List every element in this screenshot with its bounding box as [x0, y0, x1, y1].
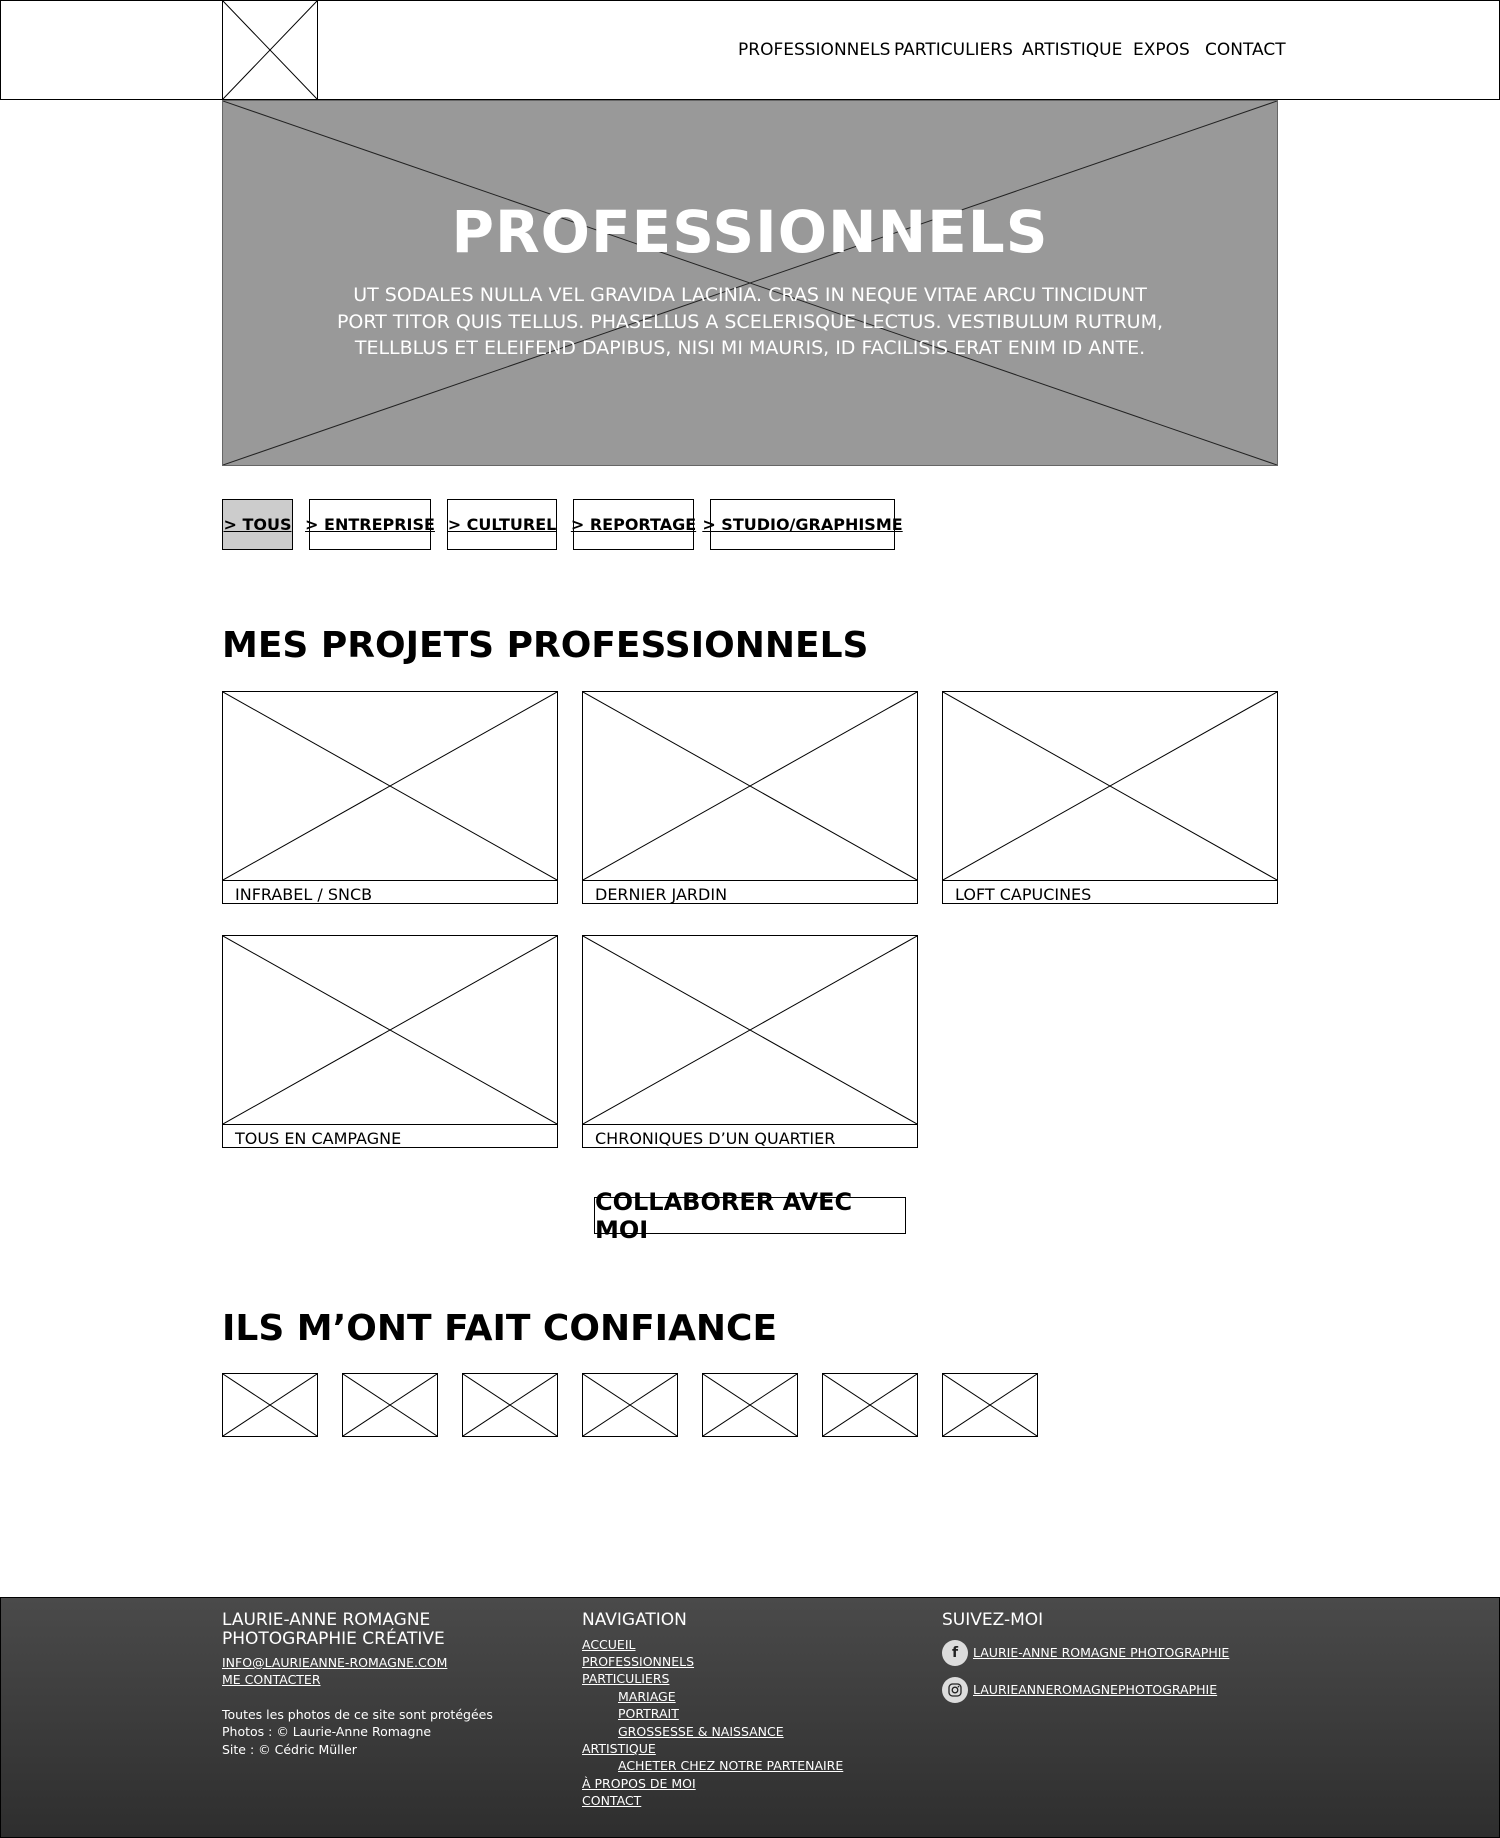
filter-entreprise[interactable]: > ENTREPRISE — [305, 499, 435, 550]
project-image-placeholder — [223, 936, 557, 1125]
footer-legal-line: Site : © Cédric Müller — [222, 1742, 357, 1757]
footer-contact-link[interactable]: ME CONTACTER — [222, 1672, 321, 1687]
filter-tous[interactable]: > TOUS — [222, 499, 293, 550]
footer-link-grossesse[interactable]: GROSSESSE & NAISSANCE — [618, 1724, 784, 1739]
footer-link-particuliers[interactable]: PARTICULIERS — [582, 1671, 670, 1686]
client-logo-placeholder — [582, 1373, 678, 1437]
footer-legal-line: Toutes les photos de ce site sont protég… — [222, 1707, 493, 1722]
footer-link-partenaire[interactable]: ACHETER CHEZ NOTRE PARTENAIRE — [618, 1758, 844, 1773]
footer-brand-tagline: PHOTOGRAPHIE CRÉATIVE — [222, 1629, 445, 1649]
project-card[interactable]: INFRABEL / SNCB — [222, 691, 558, 904]
footer-legal-line: Photos : © Laurie-Anne Romagne — [222, 1724, 432, 1739]
client-logo-placeholder — [822, 1373, 918, 1437]
footer-facebook-link[interactable]: LAURIE-ANNE ROMAGNE PHOTOGRAPHIE — [973, 1645, 1230, 1660]
project-image-placeholder — [943, 692, 1277, 881]
nav-artistique[interactable]: ARTISTIQUE — [1022, 40, 1123, 60]
footer-email-link[interactable]: INFO@LAURIEANNE-ROMAGNE.COM — [222, 1655, 448, 1670]
project-caption: DERNIER JARDIN — [595, 885, 728, 904]
client-logo-placeholder — [702, 1373, 798, 1437]
instagram-icon[interactable] — [942, 1677, 968, 1703]
facebook-icon[interactable]: f — [942, 1640, 968, 1666]
project-card[interactable]: LOFT CAPUCINES — [942, 691, 1278, 904]
footer-follow-heading: SUIVEZ-MOI — [942, 1610, 1044, 1630]
hero-image-placeholder — [222, 100, 1278, 466]
projects-heading: MES PROJETS PROFESSIONNELS — [222, 625, 869, 666]
hero-title: PROFESSIONNELS — [451, 198, 1049, 266]
collaborate-button[interactable]: COLLABORER AVEC MOI — [594, 1188, 906, 1244]
hero-text-line: UT SODALES NULLA VEL GRAVIDA LACINIA. CR… — [353, 284, 1147, 306]
footer-link-mariage[interactable]: MARIAGE — [618, 1689, 676, 1704]
footer-link-professionnels[interactable]: PROFESSIONNELS — [582, 1654, 695, 1669]
footer-instagram-link[interactable]: LAURIEANNEROMAGNEPHOTOGRAPHIE — [973, 1682, 1218, 1697]
client-logo-placeholder — [222, 1373, 318, 1437]
footer-link-apropos[interactable]: À PROPOS DE MOI — [582, 1776, 696, 1791]
filter-reportage[interactable]: > REPORTAGE — [571, 499, 696, 550]
hero-text-line: PORT TITOR QUIS TELLUS. PHASELLUS A SCEL… — [336, 310, 1164, 333]
project-caption: INFRABEL / SNCB — [235, 885, 373, 904]
project-image-placeholder — [223, 692, 557, 881]
footer-link-contact[interactable]: CONTACT — [582, 1793, 642, 1808]
footer-link-accueil[interactable]: ACCUEIL — [582, 1637, 636, 1652]
nav-expos[interactable]: EXPOS — [1133, 40, 1190, 60]
filter-studio-graphisme[interactable]: > STUDIO/GRAPHISME — [702, 499, 903, 550]
footer-link-portrait[interactable]: PORTRAIT — [618, 1706, 679, 1721]
project-card[interactable]: DERNIER JARDIN — [582, 691, 918, 904]
nav-particuliers[interactable]: PARTICULIERS — [894, 40, 1013, 60]
project-card[interactable]: TOUS EN CAMPAGNE — [222, 935, 558, 1148]
project-image-placeholder — [583, 692, 917, 881]
filter-culturel[interactable]: > CULTUREL — [447, 499, 557, 550]
client-logo-placeholder — [942, 1373, 1038, 1437]
footer-link-artistique[interactable]: ARTISTIQUE — [582, 1741, 656, 1756]
footer-brand-name: LAURIE-ANNE ROMAGNE — [222, 1610, 431, 1630]
instagram-glyph — [948, 1683, 962, 1697]
project-caption: CHRONIQUES D’UN QUARTIER — [595, 1129, 836, 1148]
project-image-placeholder — [583, 936, 917, 1125]
logo-placeholder[interactable] — [222, 0, 318, 100]
client-logo-placeholder — [342, 1373, 438, 1437]
client-logo-placeholder — [462, 1373, 558, 1437]
site-footer — [0, 1597, 1500, 1838]
hero-description: UT SODALES NULLA VEL GRAVIDA LACINIA. CR… — [330, 282, 1170, 362]
footer-nav-heading: NAVIGATION — [582, 1610, 687, 1630]
clients-heading: ILS M’ONT FAIT CONFIANCE — [222, 1308, 778, 1349]
nav-professionnels[interactable]: PROFESSIONNELS — [738, 40, 891, 60]
nav-contact[interactable]: CONTACT — [1205, 40, 1286, 60]
hero-text-line: TELLBLUS ET ELEIFEND DAPIBUS, NISI MI MA… — [354, 337, 1146, 359]
project-caption: TOUS EN CAMPAGNE — [235, 1129, 402, 1148]
project-caption: LOFT CAPUCINES — [955, 885, 1092, 904]
project-card[interactable]: CHRONIQUES D’UN QUARTIER — [582, 935, 918, 1148]
